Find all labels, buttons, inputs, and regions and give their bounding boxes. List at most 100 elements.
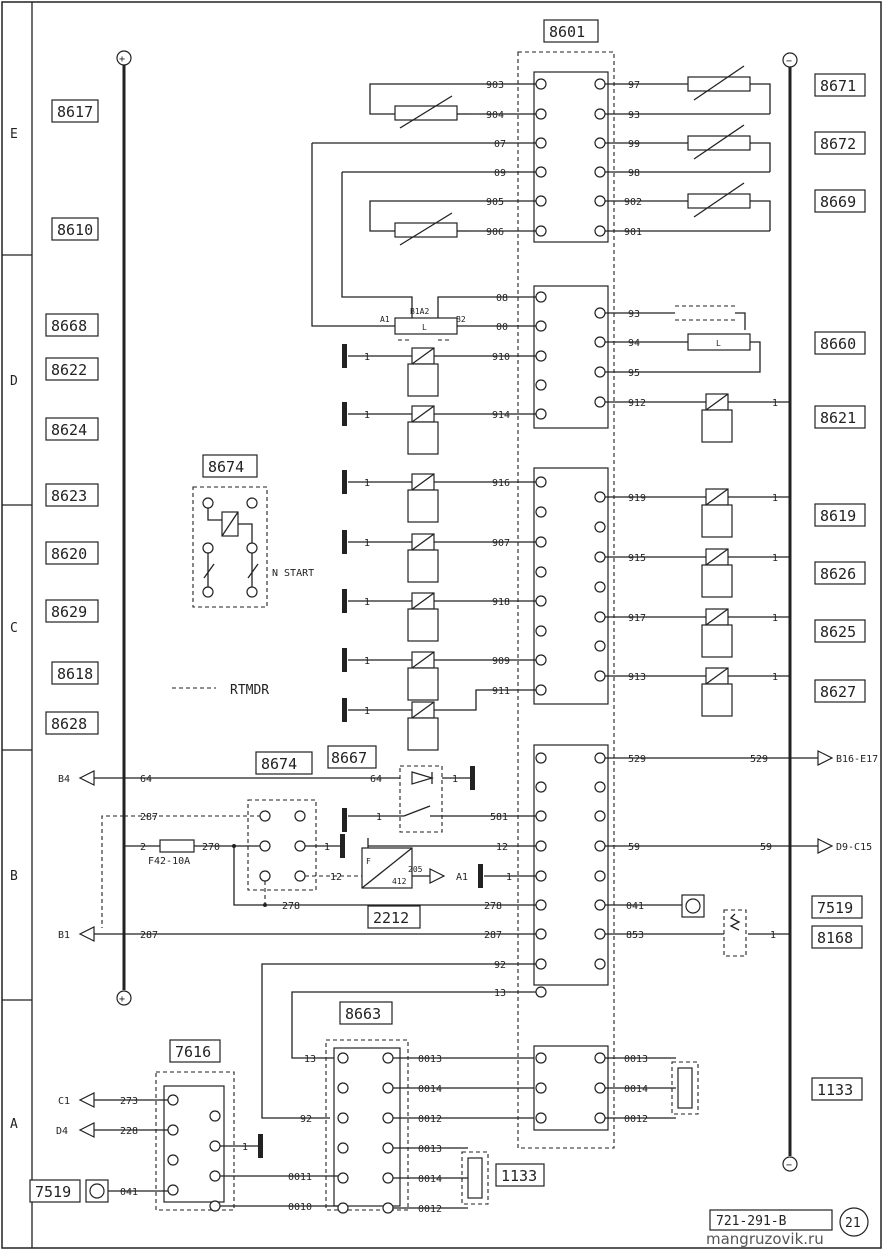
wire-label: 903: [486, 80, 504, 91]
wire-label: 917: [628, 613, 646, 624]
destination-label: D4: [56, 1126, 68, 1137]
wire-label: 0011: [288, 1172, 312, 1183]
ground-icon: [470, 766, 475, 790]
ref-box: 8624: [51, 421, 87, 439]
arrow-left-icon: [78, 1122, 95, 1138]
wire-label: 98: [628, 168, 640, 179]
variable-resistor-icon: [394, 105, 458, 121]
svg-text:1: 1: [772, 672, 778, 683]
wire-label: 12: [496, 842, 508, 853]
wire-label: 909: [492, 656, 510, 667]
sensor-pin-label: L: [422, 323, 427, 332]
relay-icon: [701, 564, 733, 598]
ground-icon: [342, 648, 347, 672]
ref-box: 8626: [820, 565, 856, 583]
connector-7616-label: 7616: [175, 1043, 211, 1061]
wire-label: 0013: [418, 1054, 442, 1065]
sensor-pin-label: A1: [380, 315, 390, 324]
wire-label: 287: [484, 930, 502, 941]
ref-box: 1133: [817, 1081, 853, 1099]
wire-label: 916: [492, 478, 510, 489]
resistor-pack-icon: [461, 1151, 489, 1205]
svg-text:1: 1: [364, 538, 370, 549]
svg-text:1: 1: [242, 1142, 248, 1153]
ground-icon: [342, 698, 347, 722]
wire-label: 905: [486, 197, 504, 208]
wire-label: 13: [494, 988, 506, 999]
wire-label: 581: [490, 812, 508, 823]
zone-label-b: B: [10, 869, 18, 884]
n-start-label: N START: [272, 568, 314, 579]
wire-label: 919: [628, 493, 646, 504]
wire-label: 59: [760, 842, 772, 853]
relay-box-8674: 8674 N START: [192, 454, 314, 608]
fuse-icon: [159, 839, 195, 853]
wire-label: 907: [492, 538, 510, 549]
ref-box: 8627: [820, 683, 856, 701]
connector-8601-label-box: [543, 19, 599, 43]
zone-label-d: D: [10, 374, 18, 389]
relay-icon: [701, 504, 733, 538]
ref-box: 8618: [57, 665, 93, 683]
destination-label: C1: [58, 1096, 70, 1107]
wire-label: 913: [628, 672, 646, 683]
wire-label: 904: [486, 110, 504, 121]
svg-text:1: 1: [772, 613, 778, 624]
ground-icon: [478, 864, 483, 888]
ref-box: 8628: [51, 715, 87, 733]
connector-8663-label: 8663: [345, 1005, 381, 1023]
ground-icon: [342, 344, 347, 368]
wire-label: 0014: [418, 1174, 442, 1185]
relay-icon: [407, 421, 439, 455]
ref-box: 8617: [57, 103, 93, 121]
destination-label: B4: [58, 774, 70, 785]
connector-2212-label: 2212: [373, 909, 409, 927]
ref-box: 8623: [51, 487, 87, 505]
svg-text:1: 1: [772, 553, 778, 564]
ref-box: 8669: [820, 193, 856, 211]
relay-icon: [407, 717, 439, 751]
ground-icon: [342, 808, 347, 832]
zone-label-e: E: [10, 127, 18, 142]
wire-label: 914: [492, 410, 510, 421]
svg-text:1: 1: [452, 774, 458, 785]
svg-text:1: 1: [376, 812, 382, 823]
wire-label: 270: [202, 842, 220, 853]
sensor-pin-label: B1A2: [410, 307, 429, 316]
svg-text:412: 412: [392, 877, 407, 886]
relay-icon: [701, 683, 733, 717]
wire-label: 07: [494, 139, 506, 150]
connector-8667-label: 8667: [331, 749, 367, 767]
connector-block-4: 529 529 B16-E17 59 59 D9-C15 041 853 1 B…: [58, 744, 878, 1119]
plus-icon: +: [119, 54, 125, 65]
ground-icon: [342, 589, 347, 613]
svg-text:1: 1: [772, 398, 778, 409]
relay-icon: [407, 489, 439, 523]
wire-label: 64: [370, 774, 382, 785]
variable-resistor-icon: [687, 135, 751, 151]
plus-icon: +: [119, 994, 125, 1005]
sensor-icon: [394, 317, 458, 335]
connector-7519-label: 7519: [35, 1183, 71, 1201]
wire-label: 99: [628, 139, 640, 150]
wire-label: 278: [282, 901, 300, 912]
wire-label: 59: [628, 842, 640, 853]
connector-block-3: 1 916 1 907 1 918 1 909 1 911 919 1 915 …: [342, 467, 790, 751]
connector-8601-outline: [517, 51, 615, 1149]
wire-label: 00: [496, 322, 508, 333]
wire-label: 92: [494, 960, 506, 971]
wire-label: 0010: [288, 1202, 312, 1213]
arrow-right-icon: [817, 750, 834, 766]
wire-label: 0012: [418, 1114, 442, 1125]
ref-box: 8629: [51, 603, 87, 621]
connector-block-1: 903 904 07 09 905 906 97 93 99 98 902 90…: [312, 65, 771, 246]
zone-label-a: A: [10, 1117, 18, 1132]
minus-rail: − −: [782, 52, 798, 1172]
sensor-pin-label: B2: [456, 315, 466, 324]
wire-label: 529: [750, 754, 768, 765]
destination-label: B16-E17: [836, 754, 878, 765]
wire-label: 915: [628, 553, 646, 564]
